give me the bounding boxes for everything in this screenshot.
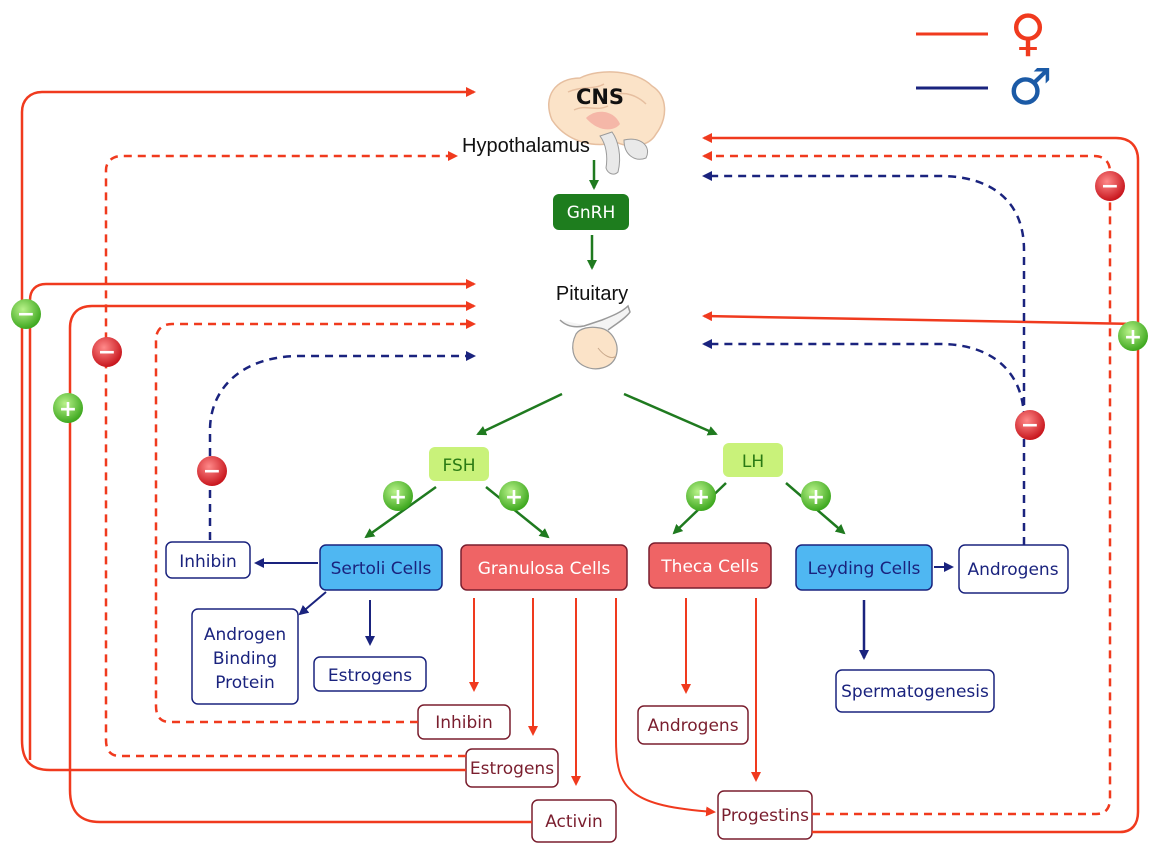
pituitary-icon — [559, 304, 631, 370]
estrogens-to-hypothalamus-dashed — [104, 151, 466, 758]
progestins-to-hypothalamus-dashed — [702, 151, 1112, 816]
plus-icon: + — [389, 485, 407, 510]
spermatogenesis-label: Spermatogenesis — [841, 682, 989, 702]
granulosa-cells-box — [460, 544, 628, 591]
hypothalamus-label: Hypothalamus — [462, 135, 590, 157]
plus-badge-activin: + — [53, 393, 83, 423]
theca-cells-box — [648, 542, 772, 589]
fsh-label: FSH — [442, 456, 475, 476]
minus-icon: − — [1021, 413, 1039, 438]
fsh-to-granulosa-arrow — [485, 486, 550, 539]
inhibin-female-label: Inhibin — [435, 713, 493, 733]
inhibin-female-to-pituitary-dashed — [154, 319, 476, 724]
minus-icon: − — [203, 459, 221, 484]
estrogens-male-label: Estrogens — [328, 666, 412, 686]
progestins-label: Progestins — [721, 806, 809, 826]
activin-to-pituitary-feedback — [68, 301, 532, 824]
theca-cells-label: Theca Cells — [660, 557, 759, 577]
minus-icon: − — [1101, 174, 1119, 199]
plus-badge-lh-leydig: + — [801, 481, 831, 511]
gnrh-label: GnRH — [567, 203, 616, 223]
lh-box — [723, 443, 783, 477]
plus-icon: + — [807, 485, 825, 510]
inhibin-male-label: Inhibin — [179, 552, 237, 572]
fsh-to-sertoli-arrow — [364, 485, 437, 539]
leydig-cells-label: Leyding Cells — [808, 559, 921, 579]
sertoli-cells-label: Sertoli Cells — [331, 559, 432, 579]
sertoli-to-abp-arrow — [298, 591, 327, 616]
androgens-female-box — [637, 705, 749, 745]
legend: ♀ ♂ — [916, 4, 1052, 116]
plus-icon: + — [1124, 325, 1142, 350]
minus-badge-inhibin-male: − — [197, 456, 227, 486]
androgens-female-label: Androgens — [647, 716, 738, 736]
male-symbol: ♂ — [1008, 58, 1053, 116]
plus-badge-lh-theca: + — [686, 481, 716, 511]
progestins-to-pituitary-feedback — [702, 311, 1139, 326]
estrogens-to-cns-feedback — [20, 87, 476, 772]
spermatogenesis-box — [835, 669, 995, 713]
androgens-to-pituitary-dashed — [702, 339, 1026, 421]
plus-badge-fsh-sertoli: + — [383, 481, 413, 511]
minus-icon: − — [98, 340, 116, 365]
abp-label-line2: Binding — [213, 649, 277, 669]
gnrh-box — [553, 194, 629, 230]
abp-label-line3: Protein — [215, 673, 275, 693]
plus-badge-fsh-granulosa: + — [499, 481, 529, 511]
granulosa-to-progestins-arrow — [615, 598, 716, 817]
plus-icon: + — [505, 485, 523, 510]
minus-badge-androgens: − — [1015, 410, 1045, 440]
estrogens-male-box — [313, 656, 427, 692]
plus-icon: + — [692, 485, 710, 510]
lh-label: LH — [742, 452, 764, 472]
minus-badge-progestins-hypothalamus: − — [1095, 171, 1125, 201]
androgens-male-box — [958, 544, 1069, 594]
activin-label: Activin — [545, 812, 603, 832]
fsh-box — [429, 447, 489, 481]
androgens-to-hypothalamus-dashed — [702, 171, 1026, 545]
inhibin-male-to-pituitary-dashed — [208, 351, 476, 540]
progestins-to-cns-feedback — [702, 133, 1140, 834]
inhibin-male-box — [165, 541, 251, 579]
estrogens-female-box — [465, 748, 559, 788]
estrogens-female-label: Estrogens — [470, 759, 554, 779]
minus-icon: − — [17, 302, 35, 327]
sertoli-cells-box — [319, 544, 443, 591]
pituitary-to-lh-arrow — [623, 392, 718, 436]
leydig-cells-box — [795, 544, 933, 591]
androgens-male-label: Androgens — [967, 560, 1058, 580]
plus-icon: + — [59, 397, 77, 422]
granulosa-cells-label: Granulosa Cells — [478, 559, 611, 579]
brain-icon: CNS — [547, 71, 666, 175]
minus-badge-inhibin-female: − — [92, 337, 122, 367]
plus-badge-progestins-pituitary: + — [1118, 321, 1148, 351]
pituitary-label: Pituitary — [556, 283, 628, 305]
abp-box — [191, 608, 299, 705]
cns-label: CNS — [576, 85, 624, 109]
abp-label-line1: Androgen — [204, 625, 286, 645]
minus-badge-estrogens-pituitary: − — [11, 299, 41, 329]
pituitary-to-fsh-arrow — [476, 392, 563, 436]
female-symbol: ♀ — [1010, 4, 1047, 62]
